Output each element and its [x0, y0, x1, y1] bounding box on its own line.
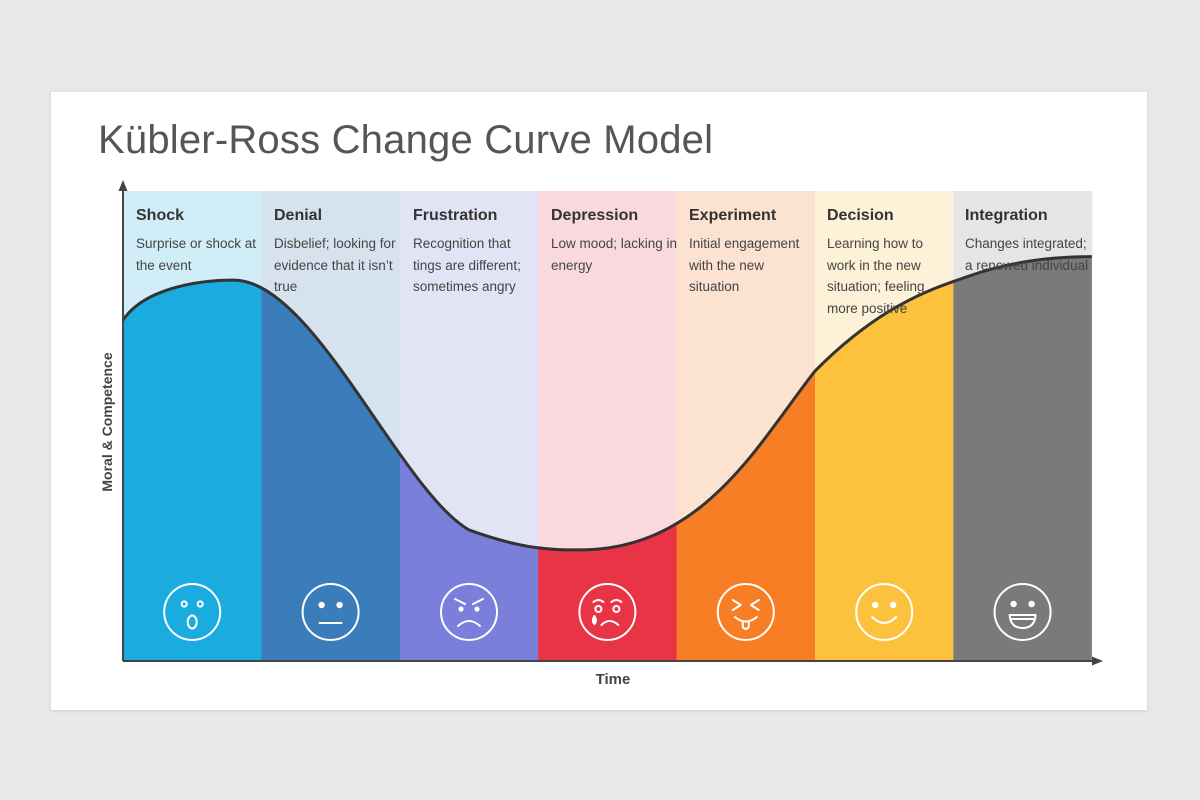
stage-name: Shock [136, 207, 185, 224]
smiling-face-icon [855, 583, 914, 641]
stage-description: Learning how to work in the new situatio… [827, 236, 925, 316]
stage-name: Depression [551, 207, 639, 224]
stage-name: Denial [274, 207, 323, 224]
stage-label-integration: Integration Changes integrated; a renewe… [965, 207, 1093, 276]
page-title: Kübler-Ross Change Curve Model [98, 118, 714, 162]
y-axis [118, 180, 128, 661]
x-axis-label: Time [595, 671, 631, 688]
stage-label-decision: Decision Learning how to work in the new… [827, 207, 955, 319]
playful-face-icon [716, 583, 775, 641]
stage-description: Low mood; lacking in energy [551, 236, 678, 273]
x-axis-arrow-icon [1092, 656, 1103, 666]
crying-face-icon [578, 583, 637, 641]
stage-description: Changes integrated; a renewed individual [965, 236, 1089, 273]
stage-name: Experiment [689, 207, 777, 224]
y-axis-arrow-icon [118, 180, 128, 191]
stage-label-shock: Shock Surprise or shock at the event [136, 207, 264, 276]
grinning-face-icon [993, 583, 1052, 641]
stage-label-depression: Depression Low mood; lacking in energy [551, 207, 679, 276]
stage-fill-shock [123, 256, 262, 660]
x-axis [123, 656, 1103, 666]
change-curve-line [121, 255, 1092, 552]
stage-name: Integration [965, 207, 1048, 224]
stage-name: Frustration [413, 207, 498, 224]
stage-label-frustration: Frustration Recognition that tings are d… [413, 207, 541, 298]
surprised-face-icon [163, 583, 222, 641]
stage-description: Initial engagement with the new situatio… [689, 236, 800, 294]
stage-description: Disbelief; looking for evidence that it … [274, 236, 396, 294]
stage-name: Decision [827, 207, 894, 224]
stage-face-icons [163, 583, 1052, 641]
stage-label-experiment: Experiment Initial engagement with the n… [689, 207, 817, 298]
stage-description: Surprise or shock at the event [136, 236, 257, 273]
y-axis-label: Moral & Competence [99, 352, 115, 492]
neutral-face-icon [301, 583, 360, 641]
stage-fill-integration [953, 256, 1092, 660]
stage-description: Recognition that tings are different; so… [413, 236, 521, 294]
angry-face-icon [440, 583, 498, 641]
stage-label-denial: Denial Disbelief; looking for evidence t… [274, 207, 402, 298]
